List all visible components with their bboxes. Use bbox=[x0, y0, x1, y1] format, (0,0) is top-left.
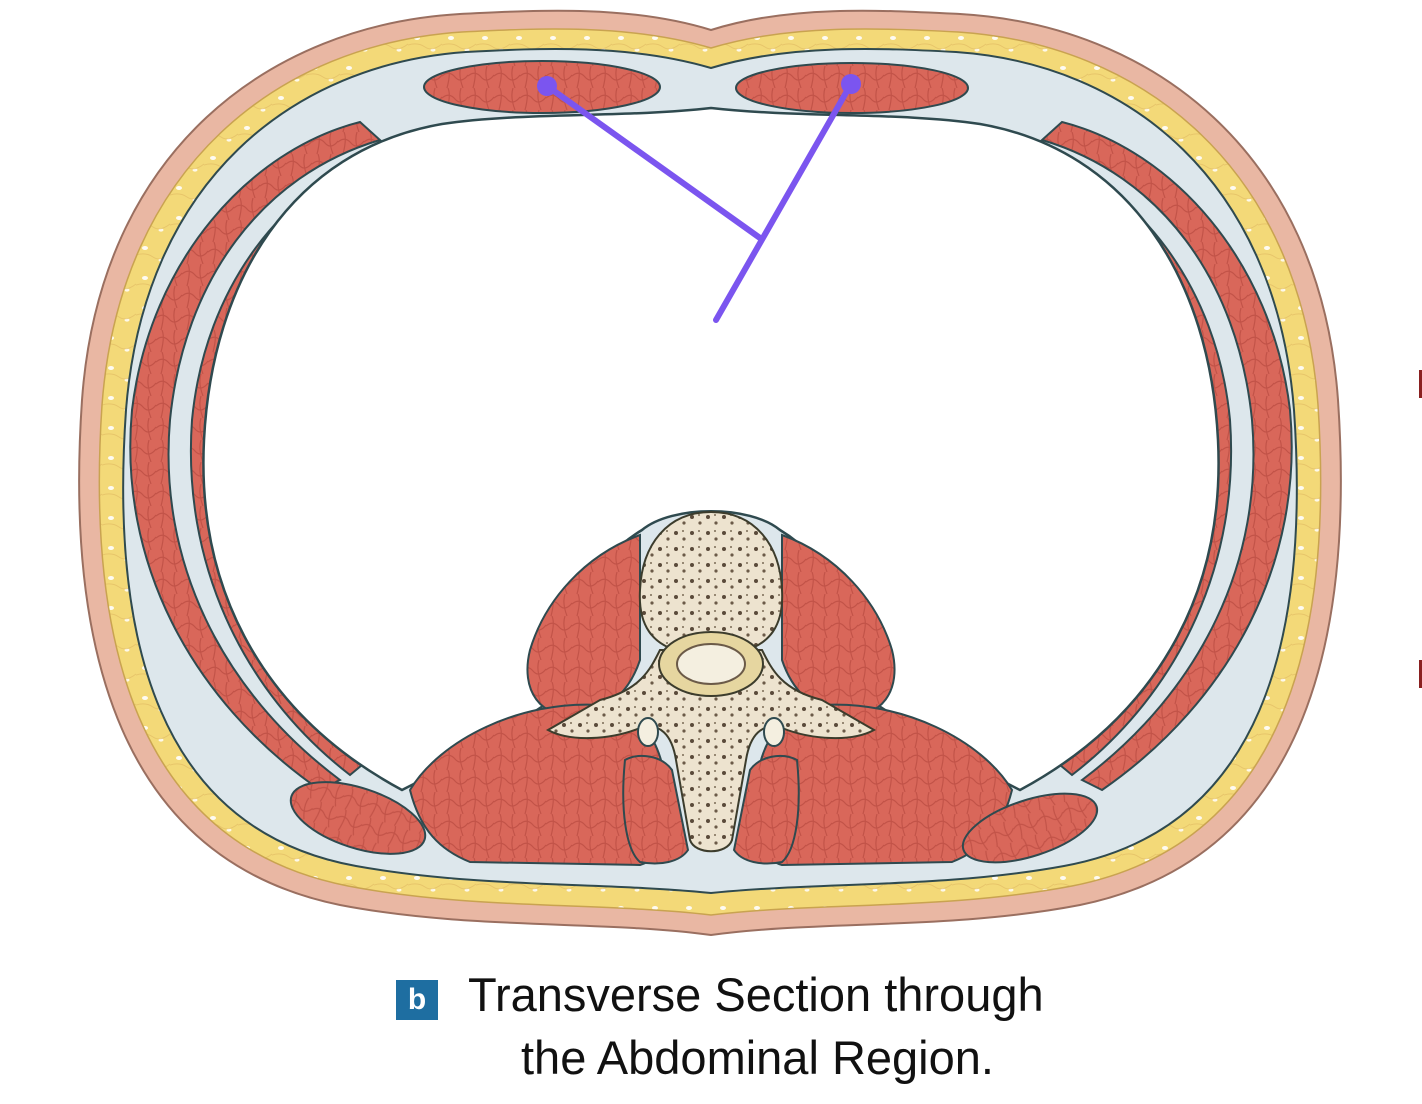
caption-line-2: the Abdominal Region. bbox=[521, 1031, 994, 1084]
left-multifidus bbox=[622, 754, 690, 865]
edge-marker-bottom bbox=[1419, 660, 1422, 688]
right-latissimus-dorsi bbox=[961, 792, 1099, 864]
edge-marker-top bbox=[1419, 370, 1422, 398]
panel-letter-badge: b bbox=[396, 980, 438, 1020]
spinal-cord bbox=[676, 643, 746, 685]
right-multifidus bbox=[732, 754, 800, 865]
pointer-dot-right bbox=[841, 74, 861, 94]
right-intervertebral-foramen bbox=[763, 717, 785, 747]
label-pointer bbox=[544, 81, 854, 323]
caption-line-1: Transverse Section through bbox=[468, 968, 1044, 1021]
left-latissimus-dorsi bbox=[289, 781, 427, 855]
pointer-dot-left bbox=[537, 76, 557, 96]
vertebral-arch-and-processes bbox=[545, 649, 877, 853]
left-intervertebral-foramen bbox=[637, 717, 659, 747]
right-external-oblique bbox=[1040, 120, 1293, 792]
